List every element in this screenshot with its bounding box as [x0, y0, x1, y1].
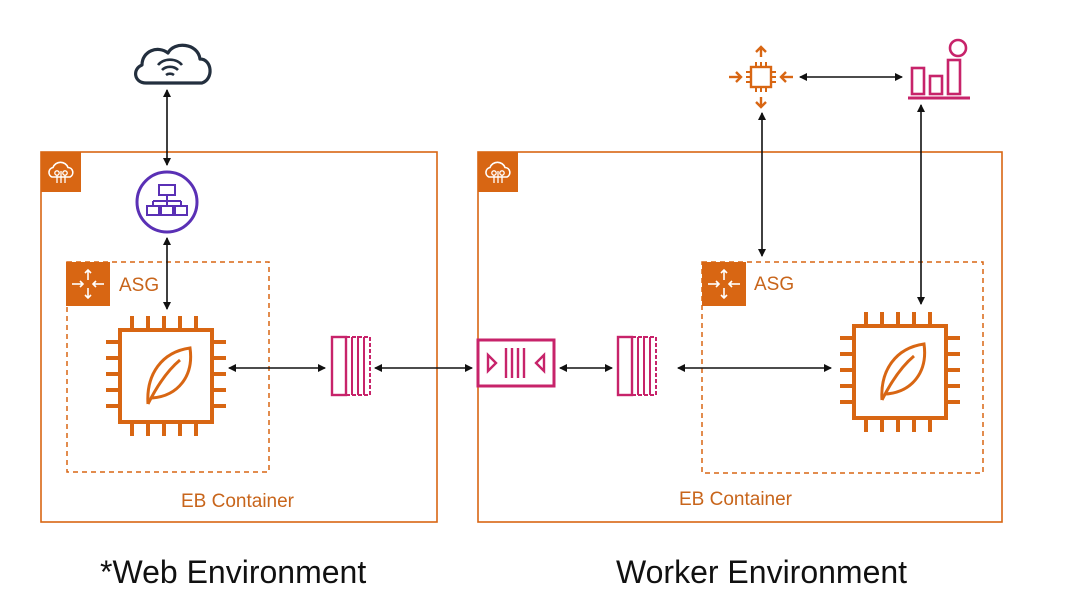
- ec2-instance-icon: [838, 310, 962, 434]
- web-environment-title: *Web Environment: [100, 554, 366, 590]
- web-asg-label: ASG: [119, 275, 159, 296]
- autoscaling-instance-icon: [729, 45, 793, 109]
- worker-environment-title: Worker Environment: [616, 554, 907, 590]
- web-eb-container: [40, 151, 438, 523]
- asg-icon: [701, 261, 747, 307]
- worker-asg-group: [701, 261, 984, 474]
- sqs-queue-icon: [476, 338, 556, 388]
- ec2-instance-icon: [104, 314, 228, 438]
- asg-icon: [65, 261, 111, 307]
- worker-asg-label: ASG: [754, 274, 794, 295]
- cloudwatch-metrics-icon: [908, 38, 970, 100]
- internet-cloud-icon: [134, 43, 212, 85]
- worker-container-label: EB Container: [679, 489, 793, 510]
- eb-cloud-icon: [477, 151, 519, 193]
- eb-cloud-icon: [40, 151, 82, 193]
- message-queue-icon: [616, 335, 658, 397]
- worker-eb-container: [477, 151, 1003, 523]
- web-container-label: EB Container: [181, 491, 295, 512]
- message-queue-icon: [330, 335, 372, 397]
- load-balancer-icon: [135, 170, 199, 234]
